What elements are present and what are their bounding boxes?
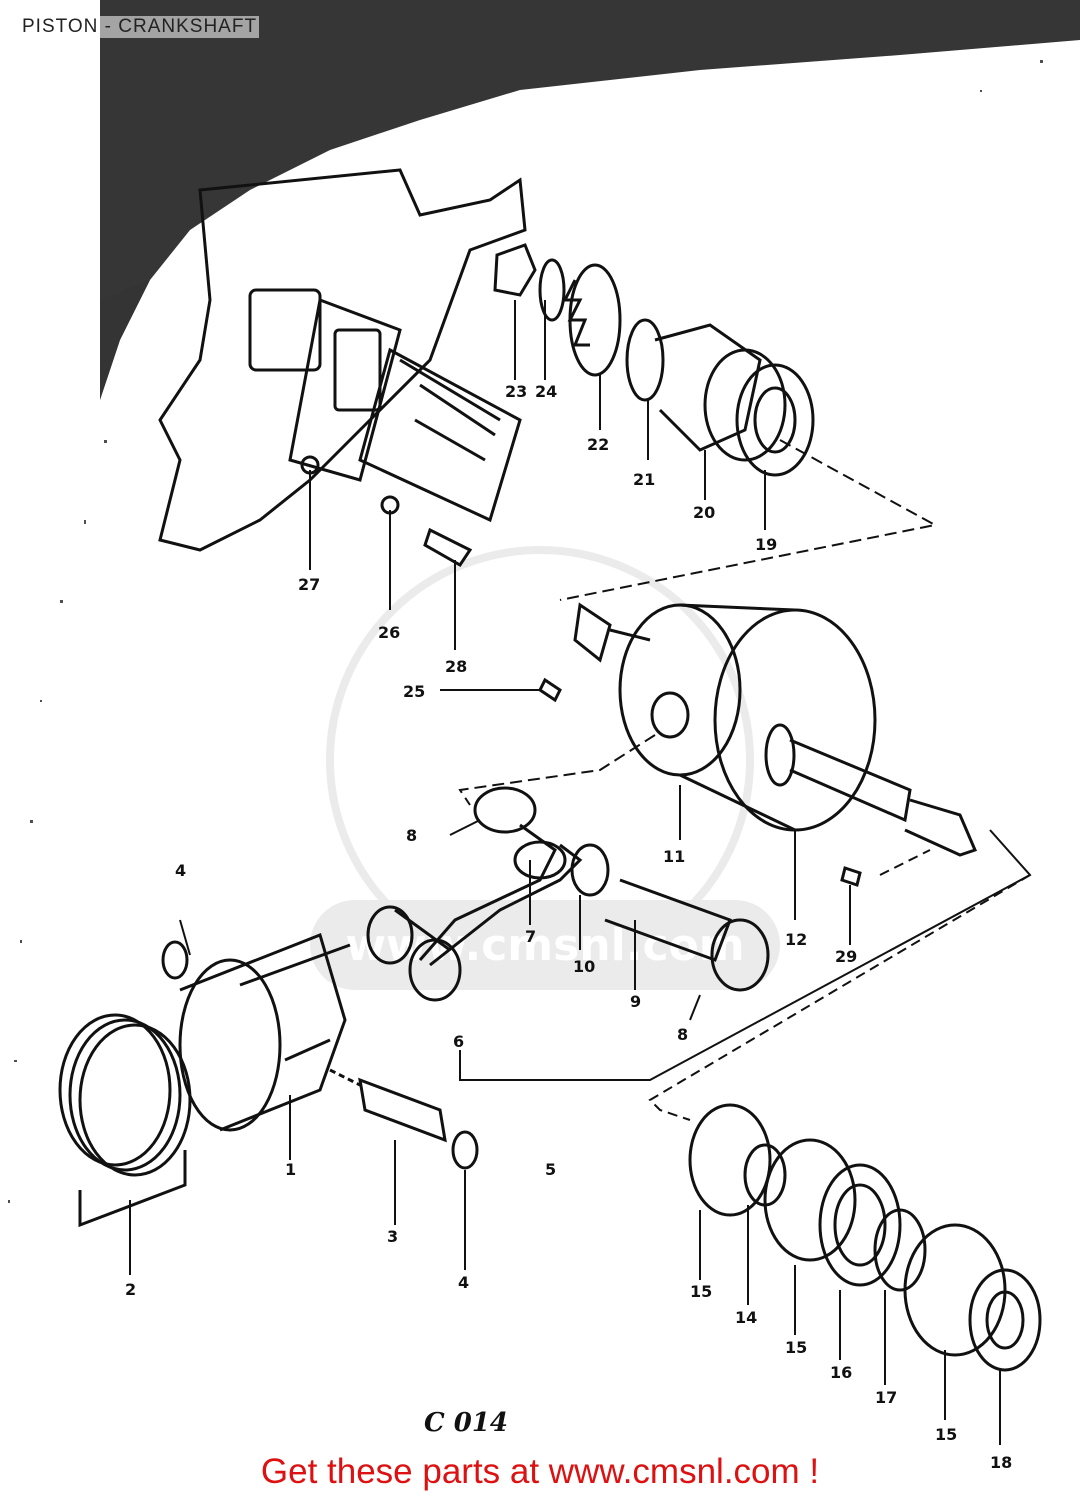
callout-29: 29 (835, 947, 857, 966)
callout-27: 27 (298, 575, 320, 594)
callout-7: 7 (525, 927, 536, 946)
callout-26: 26 (378, 623, 400, 642)
callout-23: 23 (505, 382, 527, 401)
crankshaft (538, 602, 978, 887)
callout-18: 18 (990, 1453, 1012, 1472)
callout-5: 5 (545, 1160, 556, 1179)
callout-3: 3 (387, 1227, 398, 1246)
callout-19: 19 (755, 535, 777, 554)
callout-10: 10 (573, 957, 595, 976)
callout-25: 25 (403, 682, 425, 701)
callout-17: 17 (875, 1388, 897, 1407)
callout-8b: 8 (677, 1025, 688, 1044)
callout-1: 1 (285, 1160, 296, 1179)
connecting-rod (366, 786, 770, 1002)
callout-6: 6 (453, 1032, 464, 1051)
diagram-code: C 014 (424, 1408, 509, 1438)
callout-2: 2 (125, 1280, 136, 1299)
leader-lines (129, 300, 1032, 1445)
callout-15b: 15 (785, 1338, 807, 1357)
piston-assembly (58, 933, 479, 1228)
callout-22: 22 (587, 435, 609, 454)
callout-4a: 4 (175, 861, 186, 880)
callout-4b: 4 (458, 1273, 469, 1292)
callout-11: 11 (663, 847, 685, 866)
callout-9: 9 (630, 992, 641, 1011)
callout-20: 20 (693, 503, 715, 522)
callout-24: 24 (535, 382, 557, 401)
drive-gear-assembly (493, 243, 815, 477)
parts-link[interactable]: Get these parts at www.cmsnl.com ! (260, 1452, 820, 1491)
callout-8a: 8 (406, 826, 417, 845)
page-title: PISTON - CRANKSHAFT (20, 16, 260, 38)
watermark-text: www.cmsnl.com (345, 920, 744, 971)
callout-15a: 15 (690, 1282, 712, 1301)
callout-21: 21 (633, 470, 655, 489)
callout-14: 14 (735, 1308, 757, 1327)
callout-15c: 15 (935, 1425, 957, 1444)
callout-16: 16 (830, 1363, 852, 1382)
callout-labels: 23 24 22 21 20 19 27 26 28 25 11 8 12 29… (125, 382, 1012, 1472)
callout-28: 28 (445, 657, 467, 676)
lower-bearing-stack (688, 1103, 1042, 1372)
crankcase-reed-valve (158, 168, 527, 567)
callout-12: 12 (785, 930, 807, 949)
